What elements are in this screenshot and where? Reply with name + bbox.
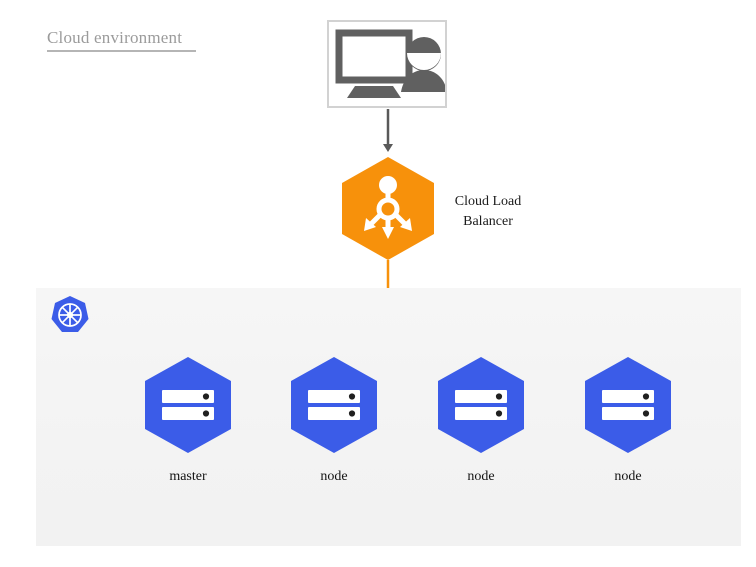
server-icon [162,390,214,420]
cluster-node-label-3: node [614,469,642,484]
node-hexagon [291,357,377,453]
load-balancer-label: Cloud Load Balancer [443,192,533,232]
server-icon [308,390,360,420]
server-icon [455,390,507,420]
cluster-node-label-1: node [320,469,348,484]
user-icon [401,37,445,92]
cluster-node-1[interactable] [291,357,377,453]
load-balancer-icon [364,176,412,239]
monitor-icon [335,29,413,98]
server-icon [602,390,654,420]
kubernetes-icon [51,296,89,332]
load-balancer-hexagon [342,157,434,260]
cluster-node-label-2: node [467,469,495,484]
cluster-node-2[interactable] [438,357,524,453]
page-title: Cloud environment [47,28,183,47]
cluster-node-label-0: master [169,469,207,484]
client-box [327,20,447,108]
load-balancer-label-line2: Balancer [463,214,513,229]
node-hexagon [438,357,524,453]
page-title-underline [47,50,196,52]
load-balancer-label-line1: Cloud Load [454,194,522,209]
node-hexagon [145,357,231,453]
cluster-node-0[interactable] [145,357,231,453]
kubernetes-logo [50,295,90,335]
load-balancer-node[interactable] [342,157,434,260]
client-icons [335,29,445,98]
node-hexagon [585,357,671,453]
cluster-node-3[interactable] [585,357,671,453]
